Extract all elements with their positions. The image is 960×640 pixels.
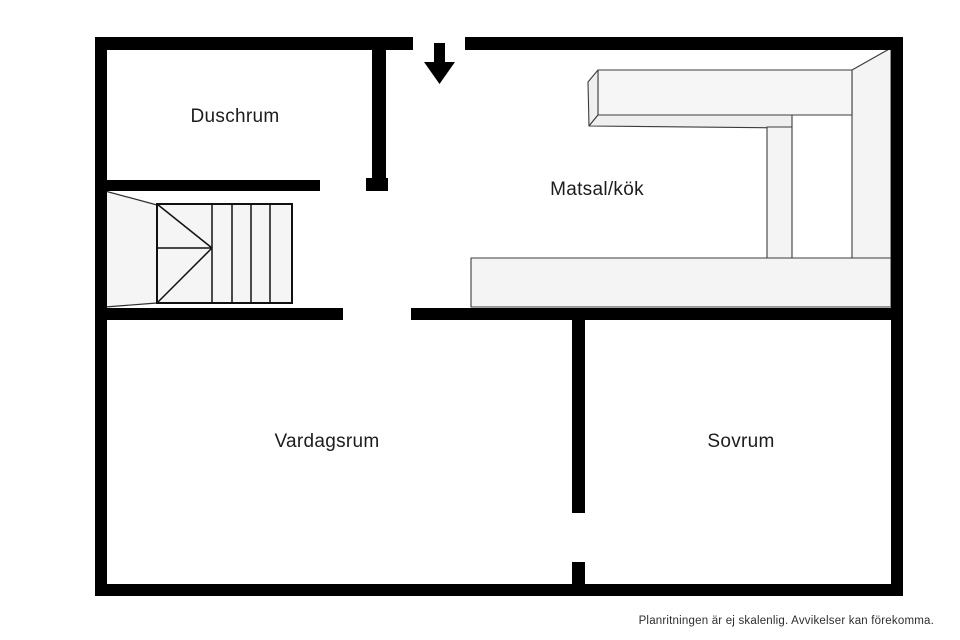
room-label-duschrum: Duschrum: [190, 106, 280, 127]
counter-top-run: [597, 69, 853, 116]
down-arrow-icon: [424, 43, 455, 84]
disclaimer-text: Planritningen är ej skalenlig. Avvikelse…: [638, 615, 934, 627]
stair-landing-edge-bottom: [104, 302, 158, 308]
staircase: [104, 190, 293, 308]
wall-bedroom-divider-stub: [572, 562, 585, 585]
wall-bedroom-divider: [572, 320, 585, 513]
stair-winder-diagonal: [156, 247, 213, 304]
wall-left: [95, 37, 107, 596]
counter-front-edge: [588, 114, 793, 129]
wall-middle-right: [411, 308, 891, 320]
wall-duschrum-right: [372, 50, 386, 178]
room-label-sovrum: Sovrum: [707, 431, 775, 452]
counter-vertical-run: [766, 126, 793, 259]
arrow-head: [424, 62, 455, 84]
wall-top-left: [95, 37, 413, 50]
walls: [95, 37, 903, 596]
wall-duschrum-right-cap: [366, 178, 388, 191]
arrow-stem: [434, 43, 445, 65]
kitchen-counter: [470, 47, 892, 308]
stair-landing-edge-top: [104, 190, 158, 206]
counter-right-band: [851, 47, 892, 259]
wall-duschrum-bottom: [103, 180, 320, 191]
stair-body: [156, 203, 293, 304]
wall-middle-left: [103, 308, 343, 320]
stair-winder-diagonal: [156, 203, 213, 249]
wall-bottom: [95, 584, 903, 596]
wall-top-right: [465, 37, 903, 50]
room-label-matsal-kok: Matsal/kök: [550, 179, 644, 200]
wall-right: [891, 37, 903, 596]
counter-island: [470, 257, 892, 308]
room-label-vardagsrum: Vardagsrum: [274, 431, 380, 452]
stair-landing: [105, 191, 157, 307]
